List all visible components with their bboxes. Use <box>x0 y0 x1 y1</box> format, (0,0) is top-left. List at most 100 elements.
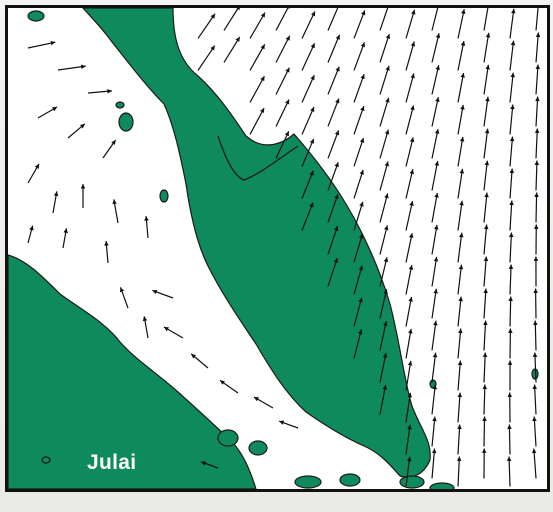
wind-arrowhead <box>433 320 438 326</box>
wind-arrows <box>27 8 541 487</box>
wind-arrowhead <box>152 289 158 295</box>
wind-arrowhead <box>384 193 389 199</box>
wind-arrowhead <box>50 40 56 46</box>
wind-arrow <box>457 200 463 231</box>
wind-arrowhead <box>384 225 389 231</box>
wind-arrow <box>509 8 515 39</box>
wind-arrowhead <box>358 297 363 303</box>
wind-arrowhead <box>481 448 487 453</box>
wind-arrowhead <box>383 321 388 326</box>
wind-arrow <box>57 65 86 71</box>
wind-arrow <box>483 256 487 287</box>
wind-arrowhead <box>335 66 340 72</box>
wind-arrowhead <box>534 128 540 134</box>
wind-arrowhead <box>507 392 513 397</box>
wind-arrowhead <box>384 161 389 167</box>
wind-arrowhead <box>457 424 462 430</box>
wind-arrow <box>509 72 514 103</box>
wind-arrow <box>379 225 388 255</box>
wind-arrow <box>483 192 488 223</box>
island <box>159 189 169 203</box>
wind-arrowhead <box>309 138 315 144</box>
wind-arrow <box>353 297 363 327</box>
wind-arrow <box>301 138 315 167</box>
wind-arrowhead <box>201 461 207 466</box>
wind-arrowhead <box>359 137 365 143</box>
wind-arrowhead <box>410 73 415 79</box>
wind-arrowhead <box>407 392 413 398</box>
wind-arrow <box>431 160 439 191</box>
wind-arrow <box>275 99 290 127</box>
wind-arrowhead <box>335 98 340 104</box>
wind-arrow <box>457 40 465 71</box>
wind-arrow <box>249 75 265 103</box>
wind-arrow <box>431 65 440 95</box>
island <box>248 440 268 456</box>
wind-arrowhead <box>408 265 414 270</box>
border-line <box>217 135 299 181</box>
wind-arrow <box>431 33 440 63</box>
wind-arrow <box>457 72 465 103</box>
wind-arrowhead <box>484 160 490 166</box>
wind-arrowhead <box>288 8 290 9</box>
wind-arrowhead <box>435 65 440 71</box>
wind-arrowhead <box>333 257 339 263</box>
wind-arrow <box>457 264 463 295</box>
wind-arrowhead <box>107 89 112 94</box>
wind-arrowhead <box>532 384 538 390</box>
wind-arrow <box>379 129 389 159</box>
wind-arrow <box>483 128 489 159</box>
wind-arrowhead <box>533 288 538 293</box>
wind-arrowhead <box>532 416 537 422</box>
wind-arrowhead <box>34 163 39 169</box>
wind-arrow <box>535 32 539 63</box>
wind-arrowhead <box>434 192 439 198</box>
wind-arrowhead <box>510 40 516 46</box>
wind-arrow <box>327 130 340 159</box>
wind-arrow <box>508 456 511 487</box>
wind-arrowhead <box>360 106 365 112</box>
wind-arrowhead <box>163 327 169 332</box>
wind-arrowhead <box>511 8 516 14</box>
wind-arrowhead <box>358 329 363 335</box>
wind-arrowhead <box>432 416 437 422</box>
wind-arrow <box>534 320 537 351</box>
island <box>41 456 51 464</box>
wind-arrow <box>275 8 289 31</box>
wind-arrow <box>509 136 514 167</box>
wind-arrowhead <box>431 448 437 454</box>
wind-arrowhead <box>508 296 513 301</box>
wind-arrow <box>353 265 363 295</box>
wind-arrowhead <box>285 67 290 73</box>
wind-arrowhead <box>310 43 315 49</box>
wind-arrowhead <box>142 316 148 322</box>
wind-arrowhead <box>285 99 290 105</box>
wind-arrow <box>223 36 241 63</box>
wind-arrow <box>379 8 389 31</box>
wind-arrow <box>223 8 239 31</box>
wind-arrow <box>379 161 389 191</box>
month-label: Julai <box>87 451 137 474</box>
wind-arrow <box>533 384 537 415</box>
wind-arrow <box>379 257 388 287</box>
wind-arrowhead <box>309 170 314 176</box>
wind-arrow <box>379 97 390 127</box>
wind-arrow <box>327 193 339 223</box>
wind-arrowhead <box>410 105 415 111</box>
wind-arrowhead <box>460 72 465 78</box>
wind-arrowhead <box>359 201 364 207</box>
wind-arrow <box>327 98 340 127</box>
wind-arrow <box>405 360 412 391</box>
wind-arrow <box>249 107 265 135</box>
wind-arrowhead <box>79 123 85 129</box>
wind-arrow <box>483 64 489 95</box>
wind-arrow <box>533 416 537 447</box>
wind-arrowhead <box>484 128 490 134</box>
wind-arrowhead <box>508 264 514 270</box>
wind-arrow <box>405 105 415 135</box>
wind-arrowhead <box>535 96 540 102</box>
wind-arrow <box>405 424 411 455</box>
island <box>217 429 239 447</box>
wind-arrow <box>483 320 487 351</box>
wind-arrowhead <box>279 420 285 425</box>
